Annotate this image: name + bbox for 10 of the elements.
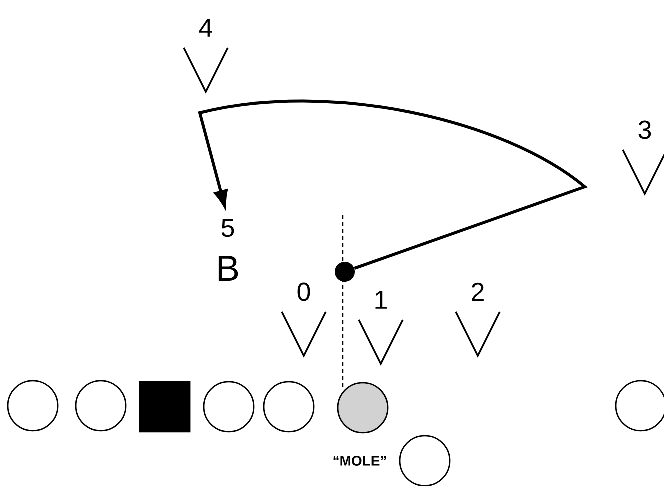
player-circle xyxy=(337,382,389,434)
route-arrow xyxy=(198,100,586,270)
player-caption: “MOLE” xyxy=(334,456,386,466)
player-circle xyxy=(75,380,127,432)
player-square xyxy=(139,381,191,433)
player-circle xyxy=(203,381,255,433)
ball-dot xyxy=(335,262,355,282)
linebacker-label: 5 B xyxy=(218,219,238,281)
player-circle xyxy=(7,380,59,432)
player-circle xyxy=(263,381,315,433)
